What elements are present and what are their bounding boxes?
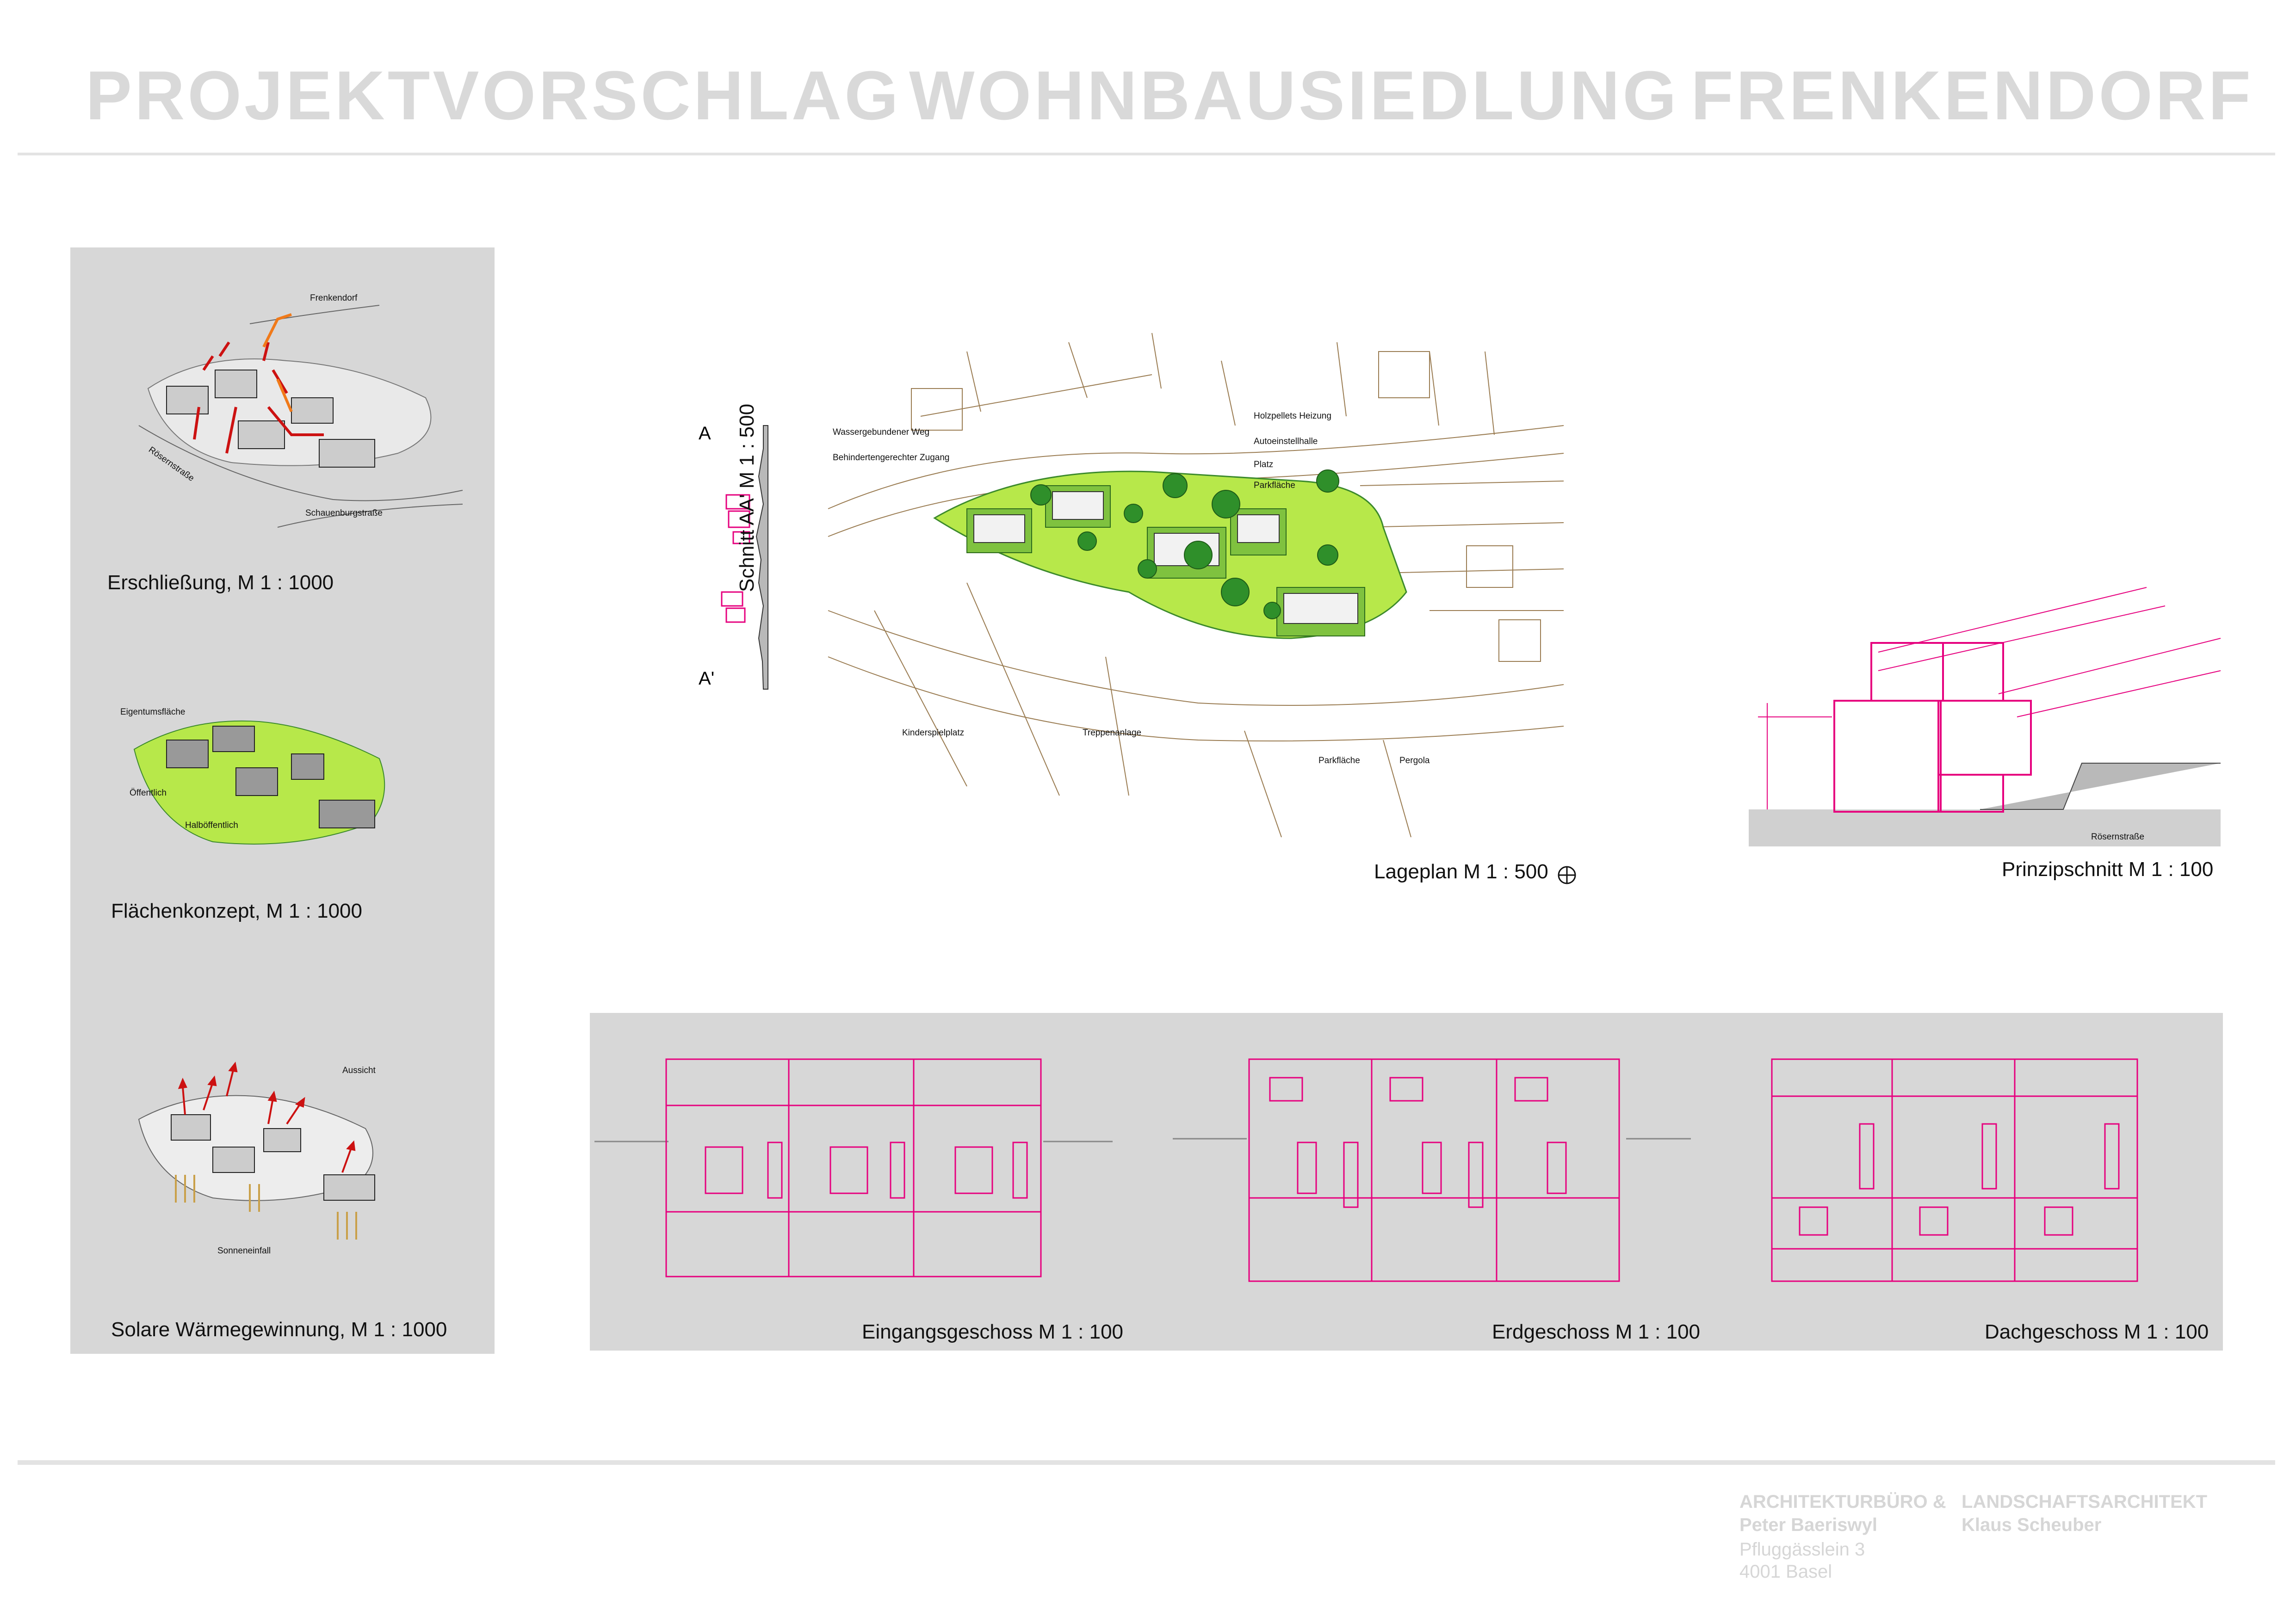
page-title: PROJEKTVORSCHLAG WOHNBAUSIEDLUNG FRENKEN… [0,56,2296,148]
caption-lageplan: Lageplan M 1 : 500 [1374,860,1548,883]
label-aussicht: Aussicht [342,1066,376,1075]
label-behindertengerechter-zugang: Behindertengerechter Zugang [833,453,949,463]
label-holzpellets-heizung: Holzpellets Heizung [1254,411,1331,421]
label-kinderspielplatz: Kinderspielplatz [902,728,964,738]
caption-eingangsgeschoss: Eingangsgeschoss M 1 : 100 [862,1321,1124,1343]
footer-office-2-line-1: LANDSCHAFTSARCHITEKT [1962,1492,2208,1512]
footer-office-1-line-2: Peter Baeriswyl [1739,1515,1877,1535]
caption-erdgeschoss: Erdgeschoss M 1 : 100 [1492,1321,1701,1343]
north-arrow-icon [1558,866,1576,884]
lageplan-diagram: Wassergebundener Weg Behindertengerechte… [828,333,1564,838]
footer-office-1-line-3: Pfluggässlein 3 [1739,1539,1865,1560]
caption-solar: Solare Wärmegewinnung, M 1 : 1000 [111,1318,447,1341]
footer-divider [18,1460,2275,1465]
label-oeffentlich: Öffentlich [130,788,167,798]
schnitt-aa-diagram: A A' [699,423,768,690]
footer-office-2-line-2: Klaus Scheuber [1962,1515,2102,1535]
label-pergola: Pergola [1399,756,1430,765]
label-parkflaeche-top: Parkfläche [1254,481,1295,490]
label-roesernstrasse-2: Rösernstraße [2091,832,2144,842]
title-word-projektvorschlag: PROJEKTVORSCHLAG [86,56,901,134]
solar-diagram: Aussicht Sonneneinfall [138,1061,376,1256]
caption-flaechenkonzept: Flächenkonzept, M 1 : 1000 [111,900,362,922]
label-schauenburgstrasse: Schauenburgstraße [305,508,383,518]
erschliessung-diagram: Frenkendorf Rösernstraße Schauenburgstra… [138,293,463,528]
eingangsgeschoss-plan [594,1058,1113,1277]
label-sonneneinfall: Sonneneinfall [217,1246,271,1256]
caption-erschliessung: Erschließung, M 1 : 1000 [107,571,334,594]
floorplans-panel [590,1013,2223,1351]
schnitt-marker-a-prime: A' [699,668,714,689]
footer-office-1-line-1: ARCHITEKTURBÜRO & [1739,1492,1946,1512]
label-roesernstrasse-1: Rösernstraße [147,445,196,483]
caption-prinzipschnitt: Prinzipschnitt M 1 : 100 [2002,858,2214,881]
title-word-wohnbausiedlung: WOHNBAUSIEDLUNG [909,56,1679,134]
label-platz: Platz [1254,460,1273,469]
header-divider [18,153,2275,155]
schnitt-marker-a: A [699,423,711,444]
label-halboeffentlich: Halböffentlich [185,821,238,830]
label-parkflaeche-bottom: Parkfläche [1318,756,1360,765]
label-frenkendorf: Frenkendorf [310,293,358,303]
prinzipschnitt-diagram: Rösernstraße [1749,587,2221,846]
flaechenkonzept-diagram: Eigentumsfläche Öffentlich Halböffentlic… [120,707,385,845]
footer-office-1-line-4: 4001 Basel [1739,1561,1832,1582]
erdgeschoss-plan [1173,1058,1691,1282]
label-wassergebundener-weg: Wassergebundener Weg [833,427,929,437]
label-eigentumsflaeche: Eigentumsfläche [120,707,185,717]
dachgeschoss-plan [1771,1058,2138,1282]
label-autoeinstellhalle: Autoeinstellhalle [1254,437,1318,446]
caption-dachgeschoss: Dachgeschoss M 1 : 100 [1985,1321,2209,1343]
label-treppenanlage: Treppenanlage [1083,728,1141,738]
lageplan-labels: Wassergebundener Weg Behindertengerechte… [833,411,1430,765]
caption-schnitt: Schnitt AA' M 1 : 500 [736,403,758,592]
title-word-frenkendorf: FRENKENDORF [1691,56,2253,134]
